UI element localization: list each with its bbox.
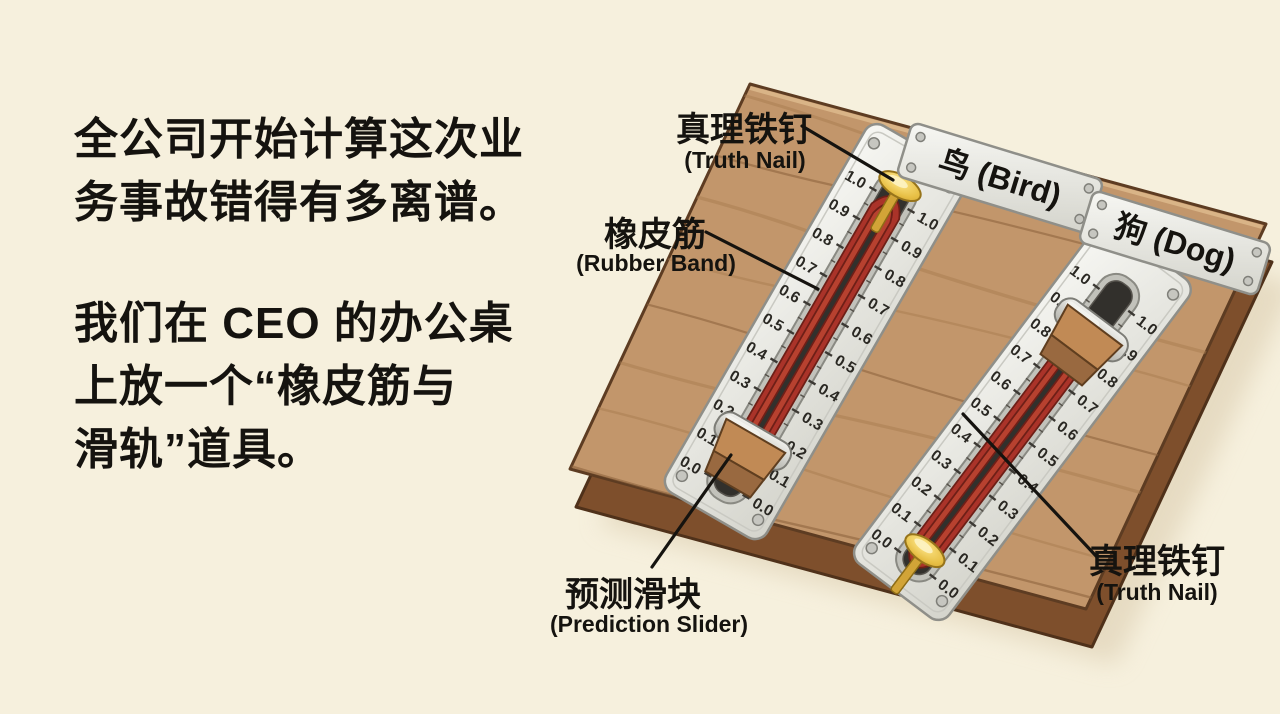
leader-line-truth-nail-top xyxy=(800,124,895,182)
callout-rubber-band-en: (Rubber Band) xyxy=(576,250,736,276)
caption-paragraph-2: 我们在 CEO 的办公桌 上放一个“橡皮筋与 滑轨”道具。 xyxy=(74,299,514,474)
nail-highlight xyxy=(888,174,908,189)
screw xyxy=(675,469,689,483)
prediction-slider xyxy=(1039,297,1129,387)
leader-line-truth-nail-bottom xyxy=(961,412,1099,559)
slider-wood-front xyxy=(704,449,766,499)
leader-line-rubber-band xyxy=(704,230,820,291)
screw xyxy=(751,513,765,527)
screw xyxy=(1087,228,1099,239)
screw xyxy=(935,594,949,608)
screw xyxy=(1083,183,1095,194)
slider-wood-front xyxy=(1039,333,1100,387)
callout-truth-nail-top-zh: 真理铁钉 xyxy=(676,111,812,149)
screw xyxy=(1251,247,1263,258)
caption-column: 全公司开始计算这次业 务事故错得有多离谱。 我们在 CEO 的办公桌 上放一个“… xyxy=(74,108,554,539)
callout-truth-nail-bottom-zh: 真理铁钉 xyxy=(1089,543,1225,581)
dog-rail: 1.01.00.90.90.80.80.70.70.60.60.50.50.40… xyxy=(852,221,1192,622)
callout-truth-nail-bottom-en: (Truth Nail) xyxy=(1096,579,1217,605)
screw xyxy=(865,541,878,555)
screw xyxy=(905,162,917,173)
prediction-slider xyxy=(704,411,793,499)
screw xyxy=(1166,288,1180,301)
callout-prediction-slider-zh: 预测滑块 xyxy=(565,576,701,614)
screw xyxy=(1242,275,1254,287)
leader-line-prediction-slider xyxy=(650,453,733,569)
screw xyxy=(867,137,881,150)
callout-truth-nail-top-en: (Truth Nail) xyxy=(684,147,805,173)
caption-paragraph-1: 全公司开始计算这次业 务事故错得有多离谱。 xyxy=(74,115,524,227)
callout-rubber-band-zh: 橡皮筋 xyxy=(604,216,706,254)
screw xyxy=(1096,199,1108,211)
callout-prediction-slider-en: (Prediction Slider) xyxy=(550,611,748,637)
truth-nail xyxy=(890,533,946,595)
screw xyxy=(915,131,926,143)
nail-highlight xyxy=(914,538,933,554)
